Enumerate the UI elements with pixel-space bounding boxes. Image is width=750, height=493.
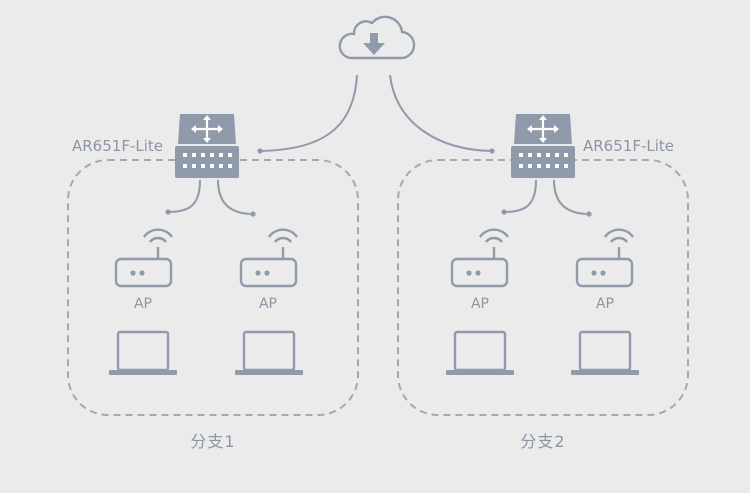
branch-2-container — [397, 159, 689, 416]
router-label-branch-2: AR651F-Lite — [583, 137, 674, 155]
uplink-lines — [257, 74, 495, 154]
cloud-download-icon — [338, 15, 416, 60]
wifi-ap-icon — [239, 228, 298, 288]
ap-label: AP — [470, 296, 490, 312]
laptop-icon — [109, 330, 177, 375]
wifi-ap-icon — [575, 228, 634, 288]
branch-label-2: 分支2 — [520, 432, 566, 451]
router-icon — [175, 114, 239, 178]
uplink-branch-1 — [259, 74, 358, 152]
laptop-icon — [571, 330, 639, 375]
router-icon — [511, 114, 575, 178]
wifi-ap-icon — [450, 228, 509, 288]
branch-1-container — [67, 159, 359, 416]
laptop-icon — [235, 330, 303, 375]
router-label-branch-1: AR651F-Lite — [72, 137, 163, 155]
wifi-ap-icon — [114, 228, 173, 288]
uplink-branch-2 — [389, 74, 493, 152]
branch-label-1: 分支1 — [190, 432, 236, 451]
downlink-lines — [165, 179, 592, 217]
ap-label: AP — [258, 296, 278, 312]
ap-label: AP — [133, 296, 153, 312]
ap-label: AP — [595, 296, 615, 312]
laptop-icon — [446, 330, 514, 375]
